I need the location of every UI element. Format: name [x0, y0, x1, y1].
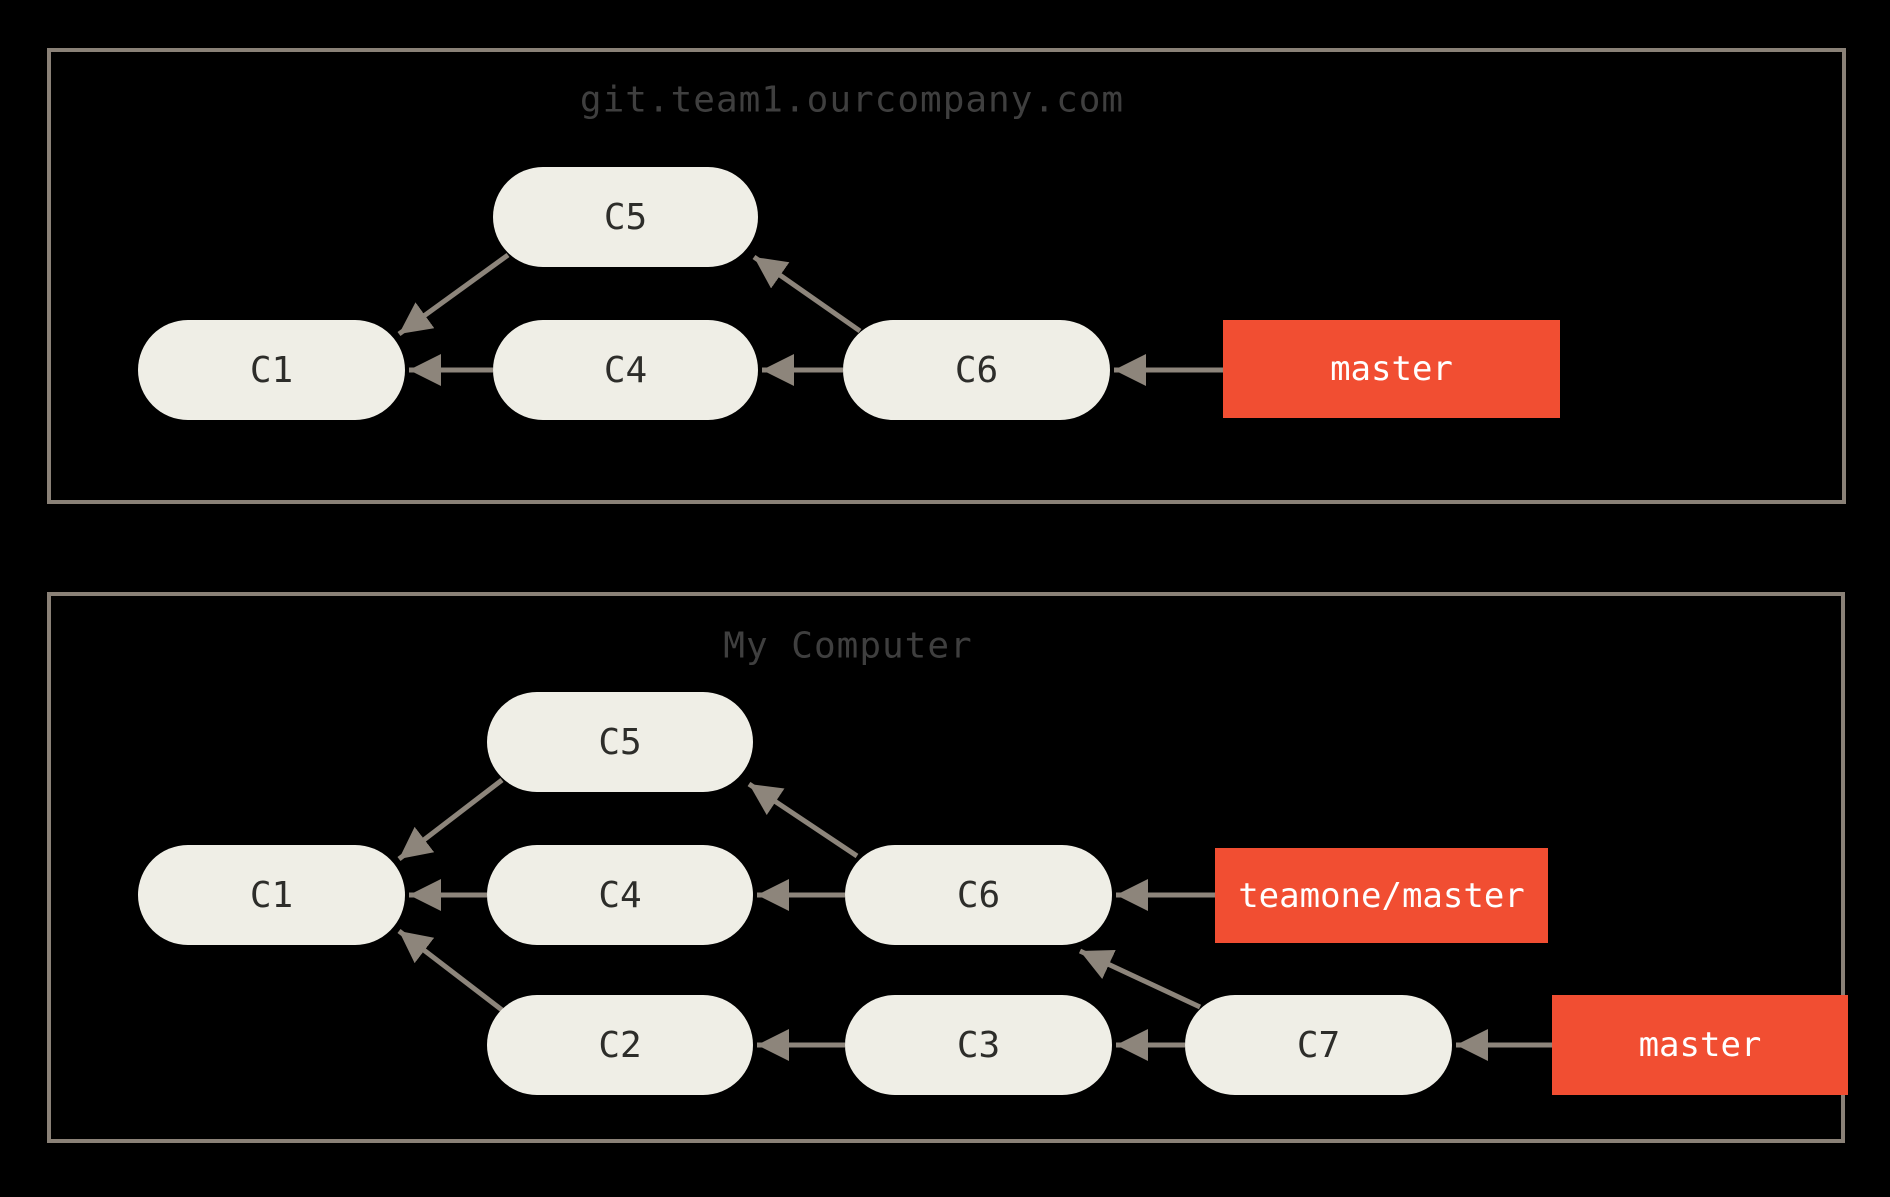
edge-l-c5-to-l-c1 — [397, 778, 504, 861]
branch-label-l-teamone: teamone/master — [1215, 848, 1548, 943]
commit-node-l-c6: C6 — [845, 845, 1112, 945]
commit-node-l-c5: C5 — [487, 692, 753, 792]
edge-r-c6-to-r-c5 — [752, 254, 862, 334]
branch-label-l-master: master — [1552, 995, 1848, 1095]
commit-node-l-c3: C3 — [845, 995, 1112, 1095]
local-repository-title: My Computer — [723, 625, 973, 667]
edge-l-c7-to-l-c6 — [1078, 948, 1202, 1010]
commit-node-r-c4: C4 — [493, 320, 758, 420]
commit-node-r-c6: C6 — [843, 320, 1110, 420]
commit-node-r-c5: C5 — [493, 167, 758, 267]
local-repository-box — [47, 592, 1845, 1143]
edge-r-c5-to-r-c1 — [397, 252, 510, 337]
commit-node-l-c7: C7 — [1185, 995, 1452, 1095]
commit-node-l-c1: C1 — [138, 845, 405, 945]
edge-l-c6-to-l-c5 — [747, 781, 859, 859]
commit-node-l-c2: C2 — [487, 995, 753, 1095]
commit-node-l-c4: C4 — [487, 845, 753, 945]
remote-repository-box — [47, 48, 1846, 504]
edge-l-c2-to-l-c1 — [397, 929, 504, 1012]
remote-repository-title: git.team1.ourcompany.com — [579, 79, 1125, 121]
commit-node-r-c1: C1 — [138, 320, 405, 420]
branch-label-r-master: master — [1223, 320, 1560, 418]
